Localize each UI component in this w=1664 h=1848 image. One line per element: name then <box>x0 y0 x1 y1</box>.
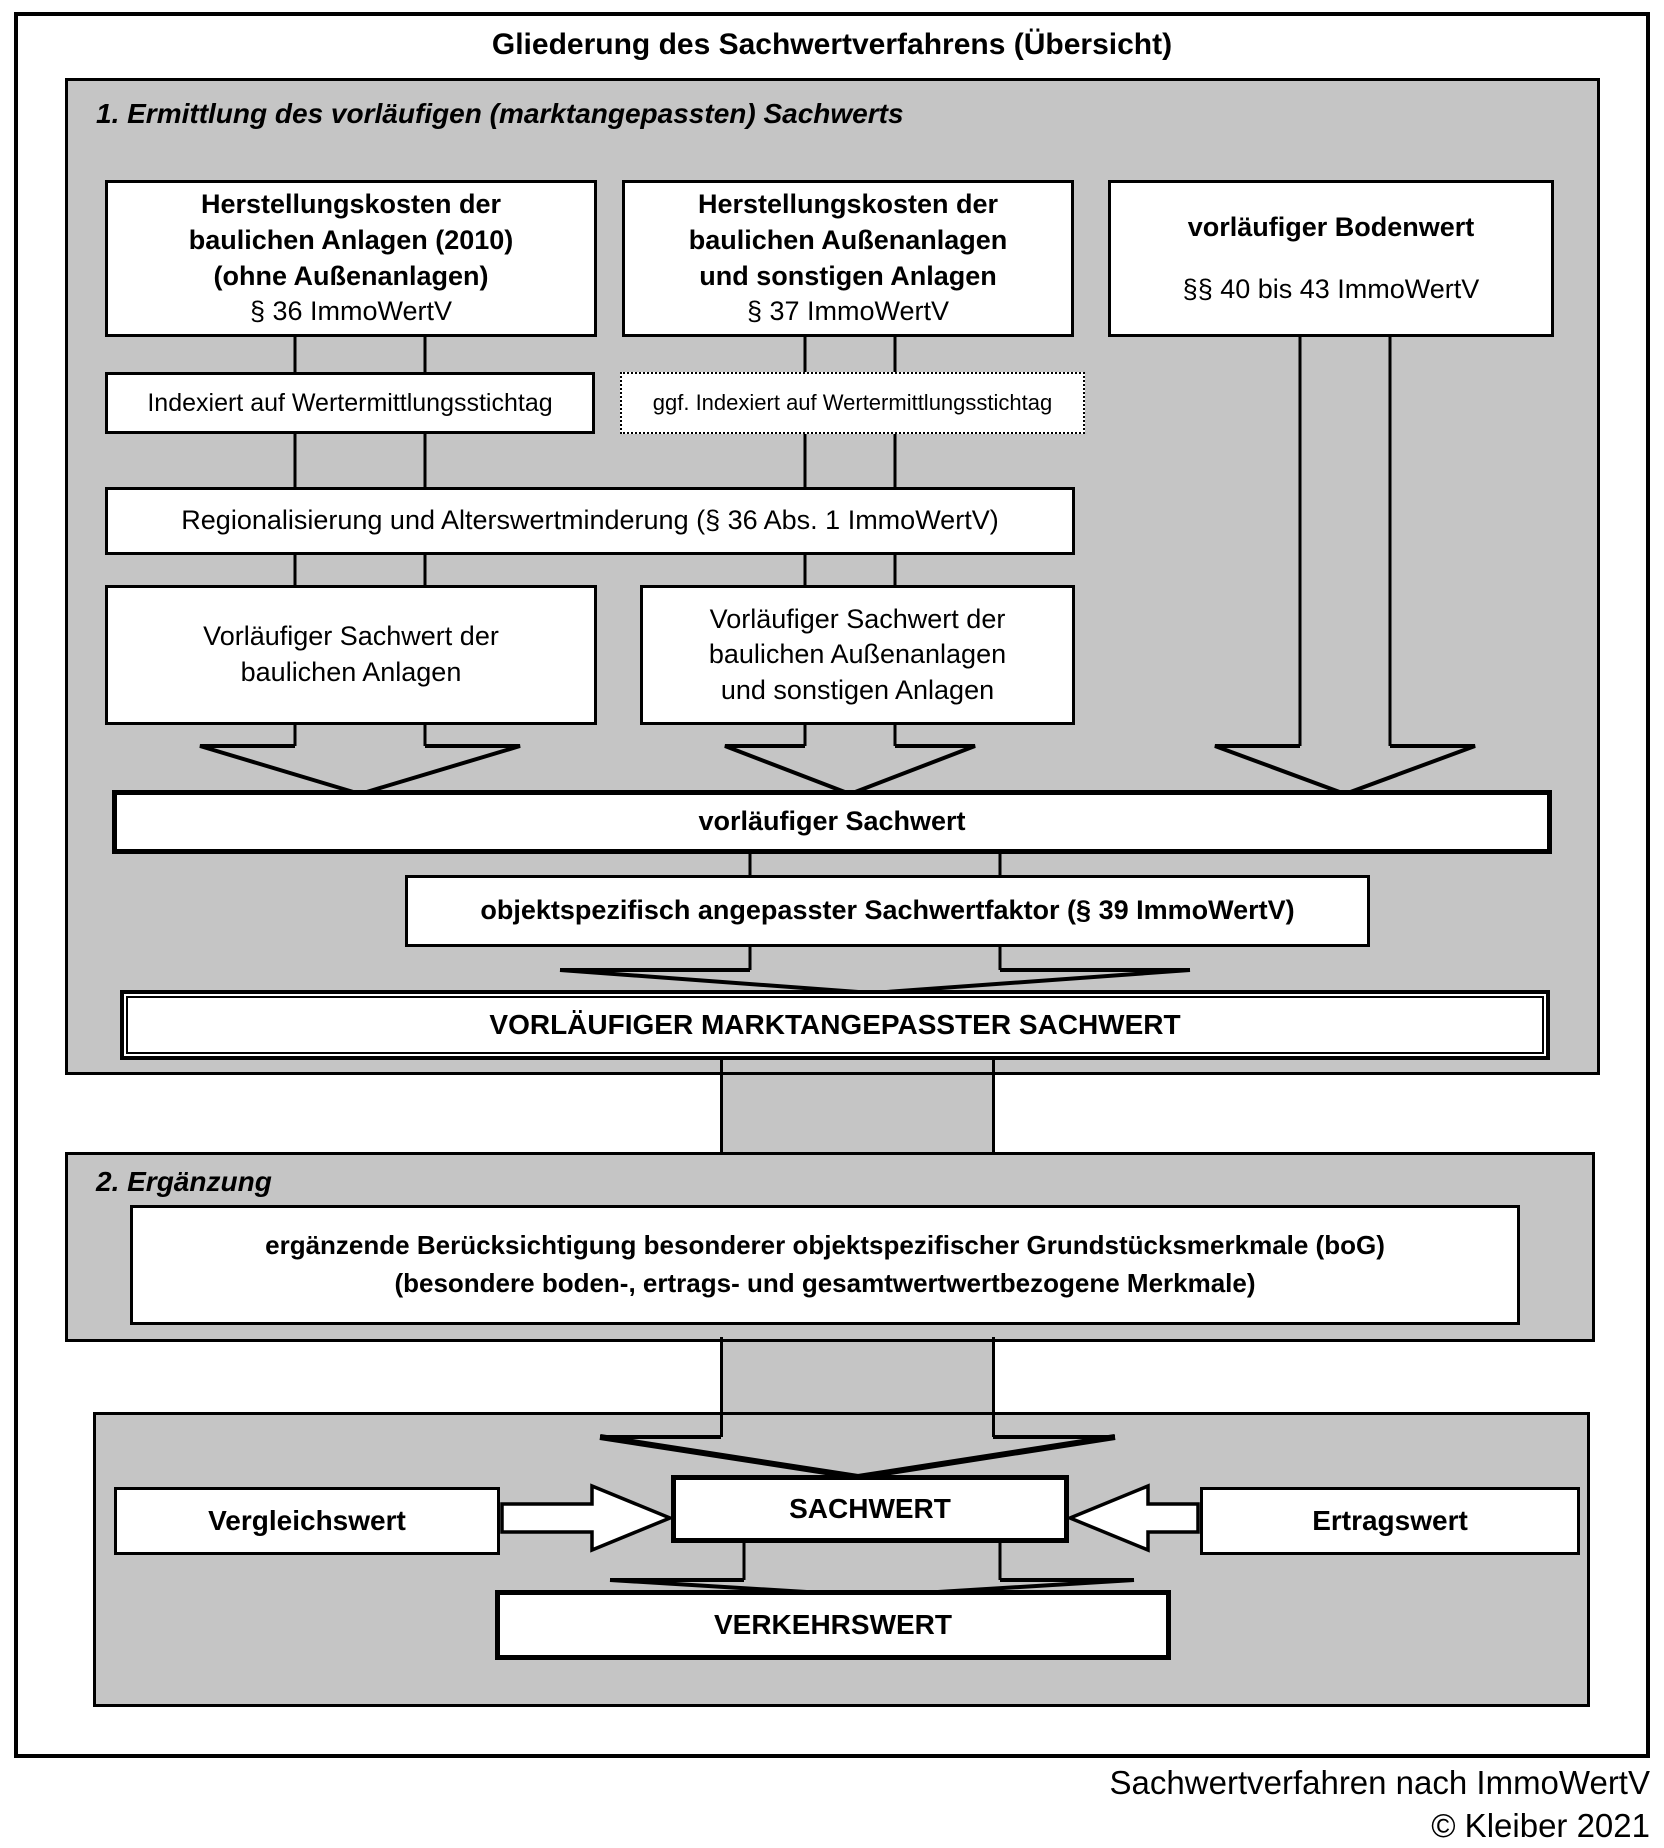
box-sachwert: SACHWERT <box>671 1475 1069 1543</box>
box-line: baulichen Außenanlagen <box>688 224 1008 255</box>
box-regionalisierung: Regionalisierung und Alterswertminderung… <box>105 487 1075 555</box>
box-line: Vorläufiger Sachwert der <box>203 621 499 652</box>
box-bog: ergänzende Berücksichtigung besonderer o… <box>130 1205 1520 1325</box>
box-line: Herstellungskosten der <box>200 189 502 220</box>
box-text: VERKEHRSWERT <box>713 1608 952 1640</box>
box-text: SACHWERT <box>789 1492 951 1524</box>
section3-panel <box>93 1412 1590 1707</box>
box-line: baulichen Anlagen <box>240 657 462 687</box>
box-text: ggf. Indexiert auf Wertermittlungssticht… <box>652 390 1053 416</box>
caption-line2: © Kleiber 2021 <box>1431 1806 1650 1844</box>
box-indexiert: Indexiert auf Wertermittlungsstichtag <box>105 372 595 434</box>
box-text: Regionalisierung und Alterswertminderung… <box>181 505 999 536</box>
box-ertragswert: Ertragswert <box>1200 1487 1580 1555</box>
box-vergleichswert: Vergleichswert <box>114 1487 500 1555</box>
box-indexiert-ggf: ggf. Indexiert auf Wertermittlungssticht… <box>620 372 1085 434</box>
box-line: baulichen Anlagen (2010) <box>188 224 514 255</box>
box-text: objektspezifisch angepasster Sachwertfak… <box>480 895 1295 926</box>
box-herstellungskosten-aussenanlagen: Herstellungskosten der baulichen Außenan… <box>622 180 1074 337</box>
box-text: Vergleichswert <box>208 1504 406 1536</box>
box-law-ref: § 37 ImmoWertV <box>746 296 950 327</box>
box-law-ref: § 36 ImmoWertV <box>249 296 453 327</box>
box-vorl-sachwert-aussen: Vorläufiger Sachwert der baulichen Außen… <box>640 585 1075 725</box>
box-line: und sonstigen Anlagen <box>720 674 995 705</box>
box-line: (ohne Außenanlagen) <box>213 260 489 291</box>
outer-frame <box>14 12 1650 1758</box>
caption-line1: Sachwertverfahren nach ImmoWertV <box>1109 1764 1650 1801</box>
box-line: Herstellungskosten der <box>697 189 999 220</box>
box-vorl-sachwert-bauliche: Vorläufiger Sachwert der baulichen Anlag… <box>105 585 597 725</box>
section2-label: 2. Ergänzung <box>96 1166 272 1197</box>
bar-vorlaeufiger-sachwert: vorläufiger Sachwert <box>112 790 1552 854</box>
diagram-title: Gliederung des Sachwertverfahrens (Übers… <box>491 28 1173 61</box>
box-line: (besondere boden-, ertrags- und gesamtwe… <box>394 1268 1256 1298</box>
box-law-ref: §§ 40 bis 43 ImmoWertV <box>1182 273 1480 304</box>
figure-caption: Sachwertverfahren nach ImmoWertV © Kleib… <box>850 1762 1650 1848</box>
bar-text: vorläufiger Sachwert <box>698 806 966 837</box>
box-text: VORLÄUFIGER MARKTANGEPASSTER SACHWERT <box>489 1008 1181 1040</box>
box-text: Indexiert auf Wertermittlungsstichtag <box>147 388 553 417</box>
section1-label: 1. Ermittlung des vorläufigen (marktange… <box>96 98 904 129</box>
box-herstellungskosten-bauliche-anlagen: Herstellungskosten der baulichen Anlagen… <box>105 180 597 337</box>
box-line: baulichen Außenanlagen <box>708 639 1007 670</box>
box-marktangepasster-sachwert: VORLÄUFIGER MARKTANGEPASSTER SACHWERT <box>120 990 1550 1060</box>
box-line: Vorläufiger Sachwert der <box>709 603 1006 634</box>
box-text: Ertragswert <box>1312 1504 1468 1536</box>
box-title: vorläufiger Bodenwert <box>1187 211 1475 242</box>
box-vorlaeufiger-bodenwert: vorläufiger Bodenwert §§ 40 bis 43 ImmoW… <box>1108 180 1554 337</box>
box-verkehrswert: VERKEHRSWERT <box>495 1590 1171 1660</box>
box-line: und sonstigen Anlagen <box>699 260 997 291</box>
box-line: ergänzende Berücksichtigung besonderer o… <box>265 1230 1385 1261</box>
box-sachwertfaktor: objektspezifisch angepasster Sachwertfak… <box>405 875 1370 947</box>
